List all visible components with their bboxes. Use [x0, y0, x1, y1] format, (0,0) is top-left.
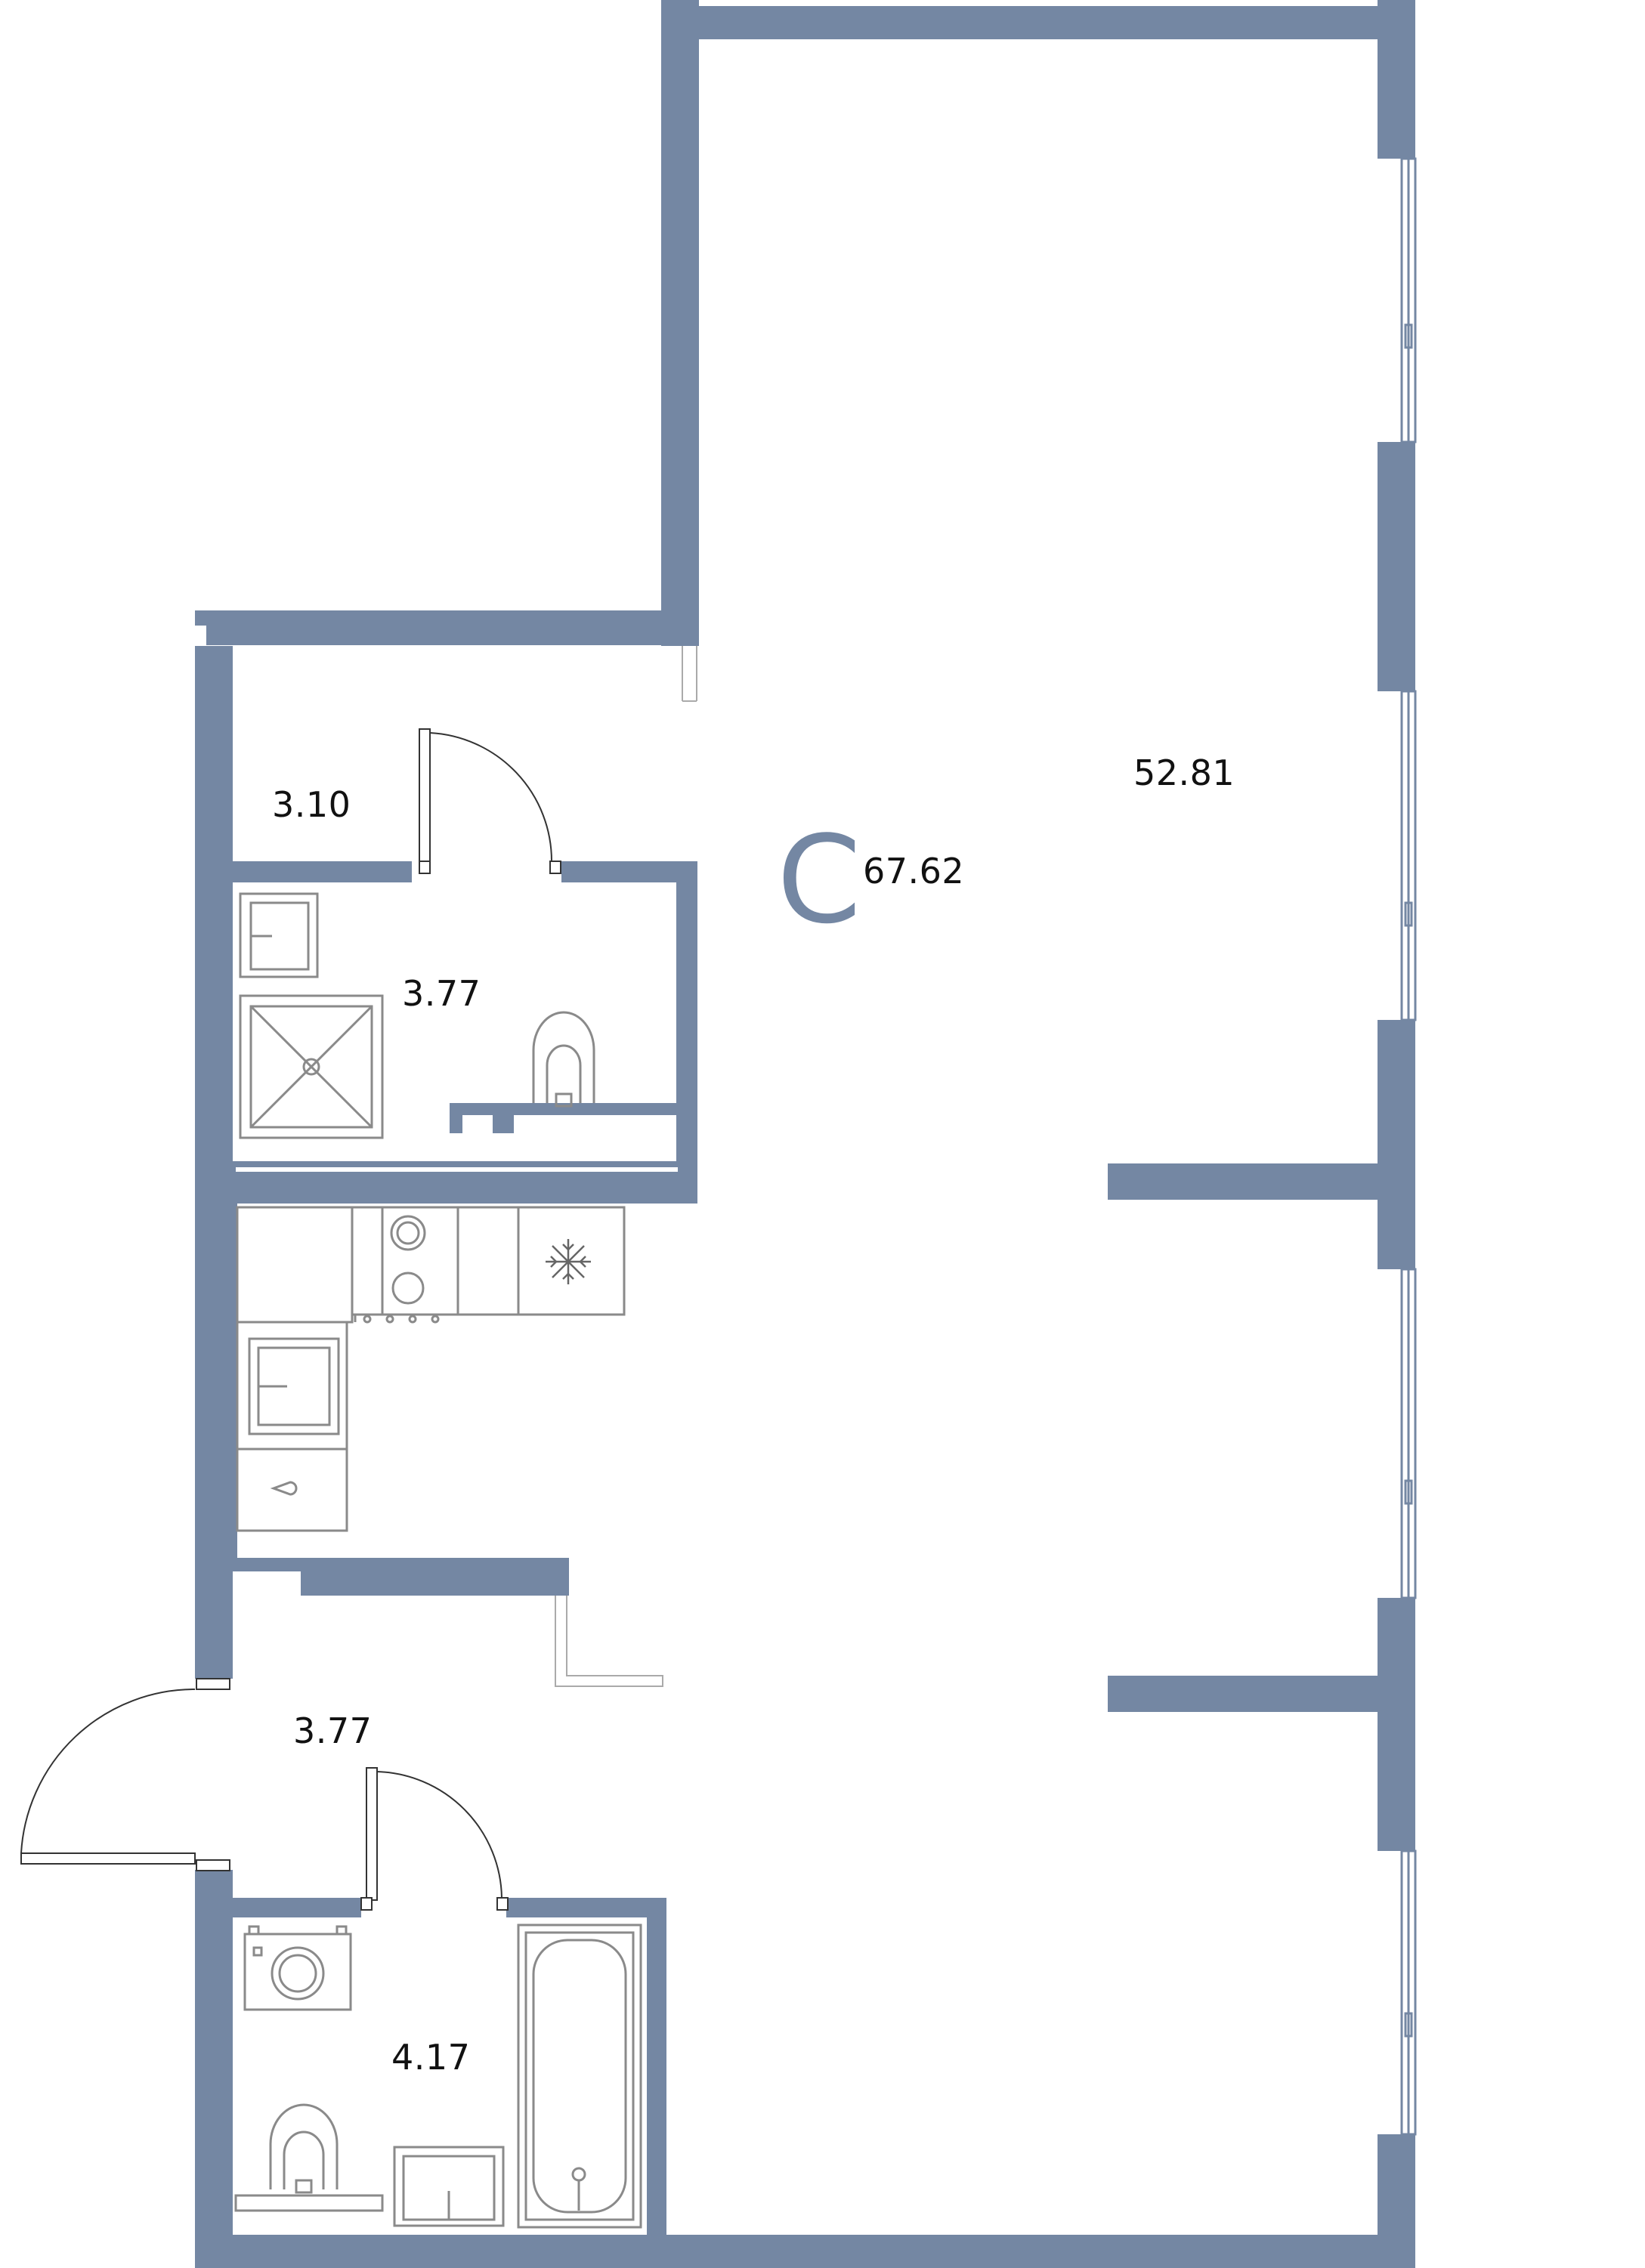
wall-right-pier-3 [1378, 1020, 1415, 1269]
shower-strip [236, 1103, 678, 1172]
toilet-icon [234, 2103, 384, 2212]
door-swing-icon [360, 1767, 509, 1911]
wall-right-pier-1 [1378, 0, 1415, 159]
door-swing-icon [682, 646, 697, 702]
shower-room-area-label: 3.77 [402, 973, 481, 1014]
sink-icon [248, 1337, 340, 1435]
doors [20, 646, 697, 1911]
wall-partition-1 [1108, 1163, 1378, 1200]
wall-kitchen-bottom-a [233, 1558, 301, 1571]
stove-icon [354, 1206, 459, 1324]
fixtures [234, 892, 642, 2229]
wall-bottom [195, 2235, 1381, 2268]
wall-upper-left [661, 0, 699, 646]
door-swing-icon [20, 1678, 230, 1871]
kitchen-counter [236, 1206, 626, 1532]
door-swing-icon [555, 1596, 663, 1687]
wall-corner-notch [195, 610, 206, 626]
wall-kitchen-left [233, 1204, 237, 1559]
total-area-label: 67.62 [863, 851, 965, 891]
wall-storage-bottom-left [233, 861, 412, 882]
hallway-area-label: 3.77 [293, 1710, 373, 1751]
wall-left-middle [195, 1001, 233, 1651]
shower-tray-icon [239, 994, 384, 1139]
sink-icon [393, 2146, 505, 2227]
wall-right-pier-5 [1378, 2134, 1415, 2268]
wall-bath-right [647, 1898, 666, 2238]
wall-shower-right [676, 861, 697, 1179]
windows [1400, 157, 1417, 2136]
wall-storage-bottom-right [561, 861, 697, 882]
wall-upper-horizontal [206, 610, 699, 645]
window-icon [1400, 1849, 1417, 2136]
sink-icon [239, 892, 319, 978]
bathroom-area-label: 4.17 [391, 2037, 471, 2078]
bathtub-icon [517, 1923, 642, 2229]
washing-machine-icon [243, 1925, 352, 2011]
wall-right-pier-2 [1378, 442, 1415, 691]
storage-area-label: 3.10 [272, 784, 351, 825]
snowflake-icon [546, 1239, 591, 1284]
living-area-label: 52.81 [1133, 752, 1235, 793]
window-icon [1400, 690, 1417, 1021]
logo-mark: C [777, 809, 861, 950]
wall-partition-2 [1108, 1676, 1378, 1712]
water-drop-icon [270, 1481, 298, 1496]
window-icon [1400, 157, 1417, 443]
wall-right-pier-4 [1378, 1598, 1415, 1851]
window-icon [1400, 1268, 1417, 1599]
wall-left-bottom [195, 1870, 233, 2268]
wall-bath-top-a [233, 1898, 361, 1917]
toilet-icon [532, 1011, 595, 1108]
wall-kitchen-bottom-b [301, 1558, 569, 1596]
walls [195, 0, 1415, 2268]
wall-bath-top-b [506, 1898, 665, 1917]
wall-left-lower [195, 1626, 233, 1679]
door-swing-icon [419, 728, 561, 874]
wall-left-upper [195, 646, 233, 1001]
wall-top [661, 6, 1378, 39]
